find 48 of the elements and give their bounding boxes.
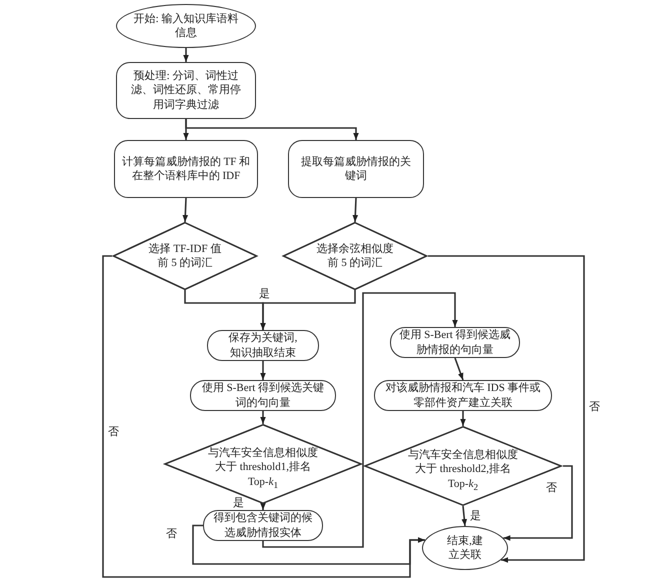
process-box bbox=[190, 380, 336, 411]
decision-diamond bbox=[282, 222, 428, 290]
edge-label: 否 bbox=[545, 482, 558, 494]
edge-label: 是 bbox=[469, 510, 482, 522]
process-box bbox=[288, 140, 424, 198]
edge-label: 是 bbox=[232, 497, 245, 510]
node-text: 提取每篇威胁情报的关键词 bbox=[301, 154, 411, 184]
edge-label: 是 bbox=[258, 288, 271, 300]
node-text: 结束,建立关联 bbox=[446, 534, 484, 562]
terminal-oval bbox=[422, 526, 508, 570]
arrow bbox=[183, 48, 189, 62]
node-text: 开始: 输入知识库语料信息 bbox=[132, 12, 240, 40]
node-text: 对该威胁情报和汽车 IDS 事件或零部件资产建立关联 bbox=[384, 381, 542, 410]
edge-label: 否 bbox=[165, 528, 178, 540]
arrow bbox=[260, 290, 356, 330]
arrow bbox=[185, 119, 359, 140]
arrow bbox=[503, 465, 573, 541]
node-text: 使用 S-Bert 得到候选威胁情报的句向量 bbox=[398, 328, 512, 357]
process-box bbox=[203, 510, 323, 541]
process-box bbox=[116, 62, 256, 119]
arrow bbox=[462, 506, 468, 526]
arrow bbox=[182, 198, 188, 222]
node-text: 选择余弦相似度前 5 的词汇 bbox=[316, 242, 394, 270]
process-box bbox=[374, 380, 552, 411]
arrow bbox=[260, 411, 266, 424]
arrow bbox=[260, 361, 266, 380]
arrow bbox=[454, 358, 464, 380]
arrow bbox=[460, 411, 466, 426]
edge-label: 否 bbox=[107, 426, 120, 438]
process-box bbox=[114, 140, 258, 198]
arrow bbox=[262, 292, 458, 548]
node-text: 与汽车安全信息相似度大于 threshold1,排名 Top-k$_{1}$ bbox=[207, 446, 319, 492]
node-text: 使用 S-Bert 得到候选关键词的句向量 bbox=[200, 381, 326, 410]
node-text: 与汽车安全信息相似度大于 threshold2,排名 Top-k$_{2}$ bbox=[407, 448, 519, 494]
node-text: 选择 TF-IDF 值前 5 的词汇 bbox=[148, 242, 222, 270]
arrow bbox=[352, 198, 358, 222]
decision-diamond bbox=[112, 222, 258, 290]
arrow bbox=[428, 255, 585, 563]
arrow bbox=[192, 524, 425, 565]
node-text: 保存为关键词,知识抽取结束 bbox=[228, 331, 298, 360]
node-text: 计算每篇威胁情报的 TF 和在整个语料库中的 IDF bbox=[120, 154, 252, 184]
decision-diamond bbox=[363, 426, 563, 506]
process-box bbox=[207, 330, 319, 361]
edge-label: 否 bbox=[588, 401, 601, 414]
node-text: 得到包含关键词的候选威胁情报实体 bbox=[212, 511, 314, 540]
node-text: 预处理: 分词、词性过滤、词性还原、常用停用词字典过滤 bbox=[130, 69, 242, 112]
arrow bbox=[260, 503, 266, 510]
process-box bbox=[390, 327, 520, 358]
